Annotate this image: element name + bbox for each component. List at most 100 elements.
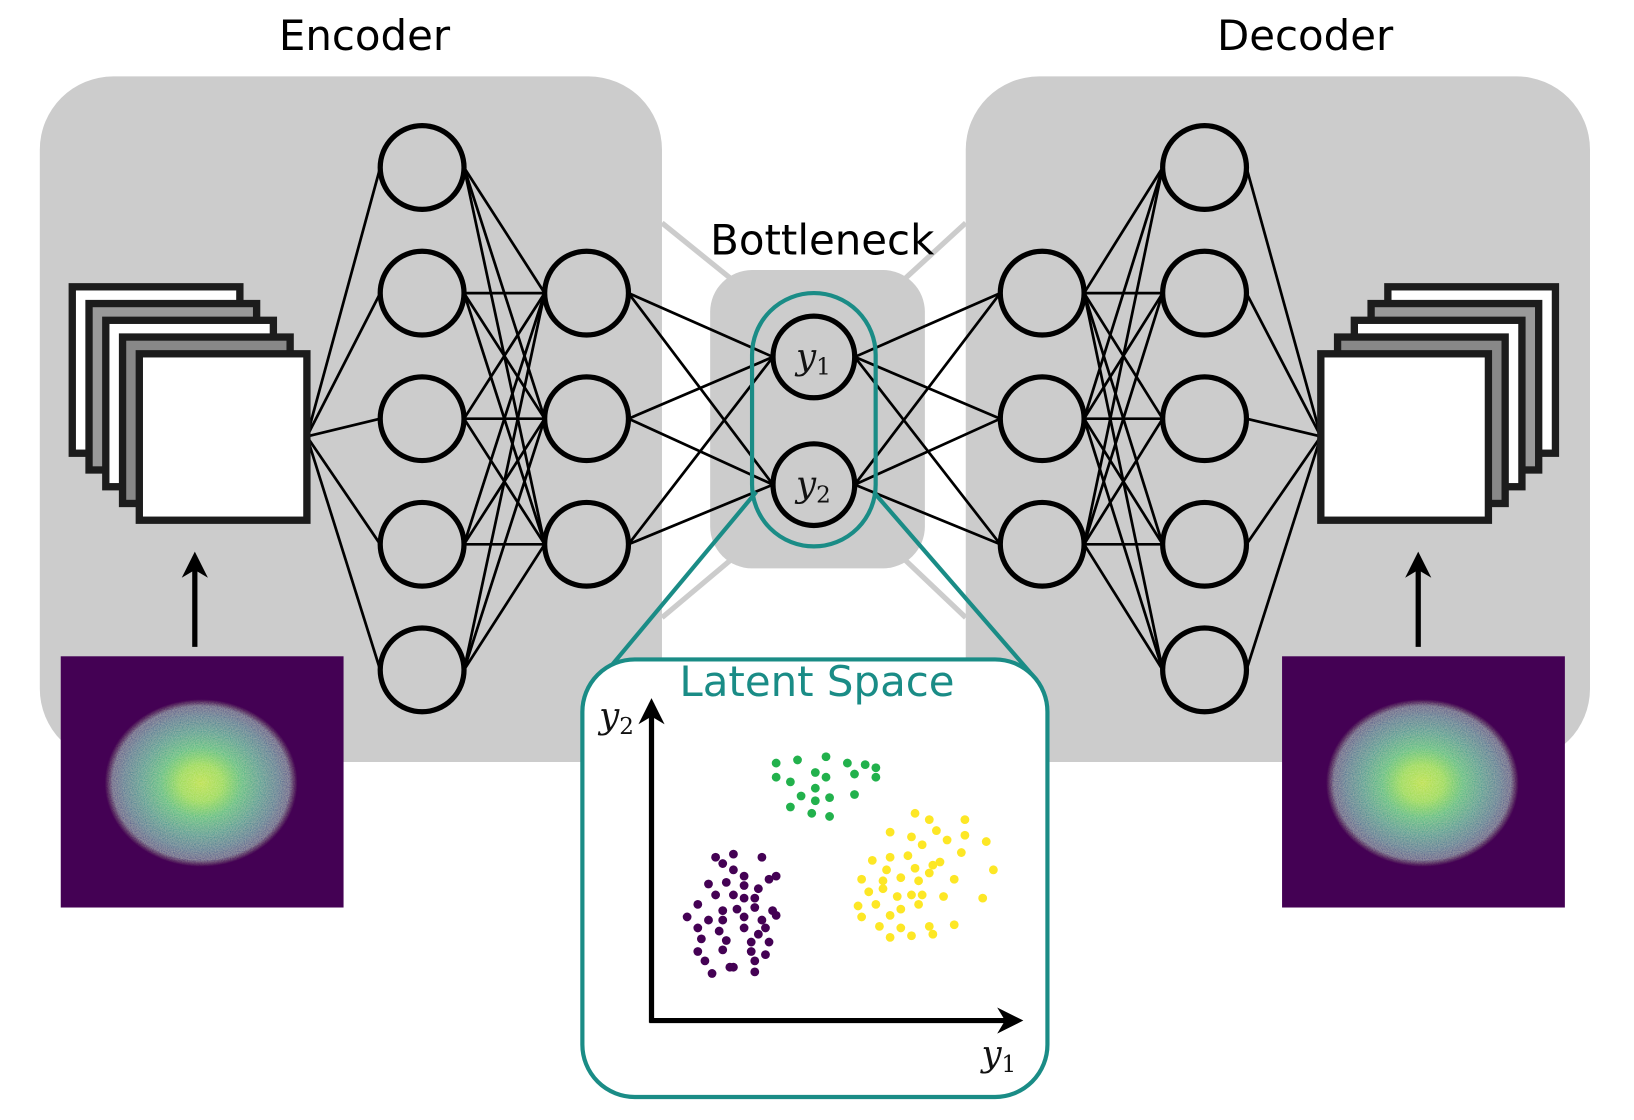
latent-y-axis-label: y2 [597, 695, 634, 739]
decoder-panel [965, 76, 1591, 763]
cluster-purple-point [746, 937, 756, 947]
cluster-purple-point [700, 956, 710, 966]
encoder-layer2-node [542, 374, 632, 464]
svg-text:y1: y1 [794, 336, 831, 380]
cluster-green-point [771, 758, 781, 768]
edge [627, 291, 774, 359]
cluster-purple-point [764, 874, 774, 884]
network-nodes [377, 122, 1250, 715]
decoder-layer1-node [997, 499, 1087, 589]
cluster-green-point [871, 763, 881, 773]
cluster-yellow-point [896, 873, 906, 883]
decoder-layer2-node [1160, 122, 1250, 212]
cluster-yellow-point [857, 912, 867, 922]
encoder-layer1-node [377, 499, 467, 589]
cluster-yellow-point [960, 815, 970, 824]
cluster-yellow-point [907, 832, 916, 842]
edge [462, 292, 546, 671]
cluster-yellow-point [942, 835, 952, 845]
input-beam-image [60, 656, 344, 908]
latent-space-title: Latent Space [679, 657, 954, 706]
cluster-yellow-point [949, 920, 959, 930]
edge [462, 543, 546, 671]
cluster-purple-point [718, 945, 728, 955]
cluster-yellow-point [978, 893, 988, 903]
cluster-purple-point [764, 937, 774, 947]
cluster-purple-point [757, 852, 767, 862]
cluster-purple-point [707, 969, 717, 978]
cluster-purple-point [711, 852, 721, 862]
edge [1245, 167, 1323, 437]
cluster-yellow-point [932, 826, 941, 835]
cluster-purple-point [746, 947, 756, 956]
cluster-green-point [850, 790, 859, 799]
cluster-yellow-point [917, 890, 927, 900]
edge [1082, 292, 1164, 545]
latent-node-label-y2: y2 [794, 464, 831, 508]
cluster-purple-point [761, 923, 770, 933]
edge [1082, 167, 1164, 545]
decoder-title: Decoder [1217, 11, 1394, 60]
decoder-layer2-node [1160, 374, 1250, 464]
svg-text:y2: y2 [597, 695, 634, 739]
cluster-yellow-point [924, 921, 934, 931]
cluster-yellow-point [924, 815, 934, 824]
edge [1246, 417, 1322, 438]
edge [1245, 435, 1322, 546]
cluster-purple-point [704, 915, 713, 925]
svg-text:y2: y2 [794, 464, 831, 508]
cluster-purple-point [750, 893, 760, 903]
cluster-yellow-point [907, 890, 916, 900]
cluster-yellow-point [875, 921, 884, 931]
latent-zoom-lines [597, 490, 1039, 682]
cluster-purple-point [750, 967, 760, 977]
cluster-yellow [853, 808, 998, 942]
edge [305, 436, 382, 671]
edge [627, 483, 774, 546]
cluster-yellow-point [981, 837, 991, 846]
cluster-yellow-point [857, 874, 867, 884]
cluster-yellow-point [867, 856, 877, 865]
cluster-purple-point [753, 884, 763, 894]
output-beam-image [1282, 656, 1565, 908]
cluster-yellow-point [917, 840, 927, 850]
edge [462, 292, 546, 545]
stack-frame [1317, 350, 1493, 524]
cluster-yellow-point [885, 827, 895, 837]
cluster-yellow-point [988, 865, 998, 875]
cluster-green-point [785, 777, 795, 787]
decoder-layer1-node [997, 248, 1087, 338]
cluster-yellow-point [907, 931, 916, 941]
edge [627, 355, 774, 420]
edge [462, 292, 546, 420]
stack-frame [135, 350, 311, 524]
cluster-yellow-point [878, 876, 888, 886]
bottleneck-layer-node [770, 441, 858, 529]
cluster-green-point [796, 791, 806, 801]
cluster-purple-point [761, 950, 770, 960]
cluster-purple-point [704, 879, 713, 889]
cluster-yellow-point [903, 851, 913, 861]
latent-node-label-y1: y1 [794, 336, 831, 380]
latent-x-axis-label: y1 [979, 1034, 1016, 1078]
cluster-purple-point [739, 871, 749, 881]
cluster-purple-point [771, 910, 781, 920]
decoder-layer2-node [1160, 625, 1250, 715]
decoder-layer2-node [1160, 248, 1250, 338]
cluster-purple-point [739, 893, 749, 903]
cluster-yellow-point [885, 910, 895, 920]
latent-scatter-points [682, 752, 998, 978]
cluster-yellow-point [853, 901, 863, 911]
cluster-yellow-point [878, 884, 888, 894]
cluster-purple-point [718, 906, 728, 916]
edge [854, 417, 1001, 486]
cluster-purple-point [732, 904, 742, 914]
edge [1082, 166, 1164, 294]
edge [462, 166, 546, 294]
bottleneck-funnel-lines [660, 220, 968, 620]
edge [854, 291, 1001, 359]
cluster-yellow-point [882, 865, 891, 875]
decoder-layer1-node [997, 374, 1087, 464]
cluster-yellow-point [914, 899, 924, 909]
edge [1245, 292, 1323, 438]
